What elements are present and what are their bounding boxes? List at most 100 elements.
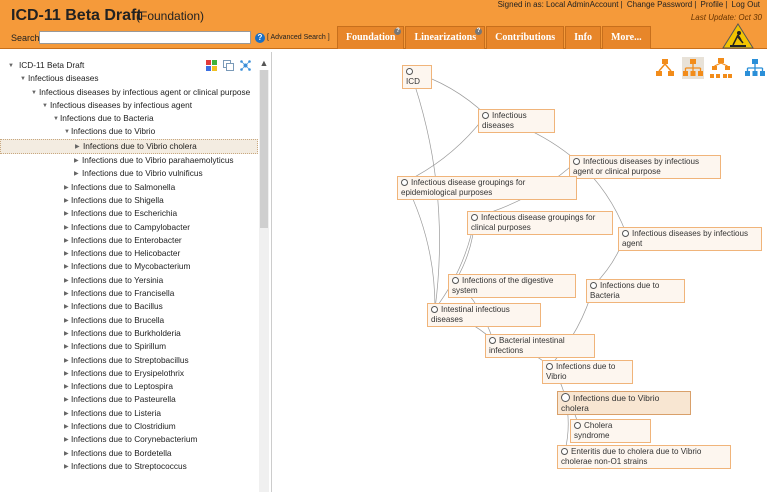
graph-node-bactint[interactable]: Bacterial intestinal infections <box>485 334 595 358</box>
network-icon[interactable] <box>240 58 251 71</box>
graph-node-epi[interactable]: Infectious disease groupings for epidemi… <box>397 176 577 200</box>
tree-node[interactable]: ▶Infections due to Shigella <box>0 194 258 207</box>
tree-node[interactable]: ▶Infections due to Brucella <box>0 314 258 327</box>
tab-info[interactable]: Info <box>565 26 601 49</box>
expand-down-icon[interactable]: ▼ <box>42 102 48 109</box>
color-grid-icon[interactable] <box>206 58 217 71</box>
hierarchy-tree-icon[interactable] <box>682 57 704 79</box>
graph-node-byagentclin[interactable]: Infectious diseases by infectious agent … <box>569 155 721 179</box>
expand-right-icon[interactable]: ▶ <box>74 171 79 178</box>
tree-node[interactable]: ▶Infections due to Escherichia <box>0 207 258 220</box>
expand-right-icon[interactable]: ▶ <box>64 184 69 191</box>
search-input[interactable] <box>39 31 251 44</box>
expand-right-icon[interactable]: ▶ <box>75 143 80 150</box>
tree-node-label: Infections due to Spirillum <box>71 341 167 352</box>
expand-right-icon[interactable]: ▶ <box>74 158 79 165</box>
profile-link[interactable]: Profile <box>700 0 724 9</box>
expand-down-icon[interactable]: ▼ <box>64 129 70 136</box>
tree-node[interactable]: ▶Infections due to Listeria <box>0 407 258 420</box>
scroll-up-icon[interactable]: ▲ <box>259 58 269 68</box>
tree-node[interactable]: ▶Infections due to Enterobacter <box>0 234 258 247</box>
graph-node-icd[interactable]: ICD <box>402 65 432 89</box>
tree-node[interactable]: ▶Infections due to Vibrio cholera <box>0 138 258 155</box>
tree-node[interactable]: ▼ICD-11 Beta Draft <box>0 59 258 72</box>
expand-right-icon[interactable]: ▶ <box>64 251 69 258</box>
expand-right-icon[interactable]: ▶ <box>64 211 69 218</box>
tree-node[interactable]: ▶Infections due to Pasteurella <box>0 393 258 406</box>
tree-node[interactable]: ▶Infections due to Yersinia <box>0 274 258 287</box>
expand-down-icon[interactable]: ▼ <box>20 76 26 83</box>
graph-node-digest[interactable]: Infections of the digestive system <box>448 274 576 298</box>
tree-node[interactable]: ▶Infections due to Vibrio parahaemolytic… <box>0 154 258 167</box>
tree-node-label: Infections due to Vibrio parahaemolyticu… <box>82 155 234 166</box>
expand-right-icon[interactable]: ▶ <box>64 197 69 204</box>
graph-node-enteritis[interactable]: Enteritis due to cholera due to Vibrio c… <box>557 445 731 469</box>
graph-node-inf[interactable]: Infectious diseases <box>478 109 555 133</box>
help-icon[interactable]: ? <box>255 33 265 43</box>
expand-right-icon[interactable]: ▶ <box>64 317 69 324</box>
expand-right-icon[interactable]: ▶ <box>64 463 69 470</box>
expand-right-icon[interactable]: ▶ <box>64 304 69 311</box>
tab-contributions[interactable]: Contributions <box>486 26 565 49</box>
tree-node[interactable]: ▶Infections due to Streptobacillus <box>0 354 258 367</box>
tab-more[interactable]: More... <box>601 26 651 49</box>
tab-linearizations[interactable]: Linearizations? <box>405 26 486 49</box>
expand-right-icon[interactable]: ▶ <box>64 397 69 404</box>
expand-right-icon[interactable]: ▶ <box>64 357 69 364</box>
graph-node-clin[interactable]: Infectious disease groupings for clinica… <box>467 211 613 235</box>
expand-right-icon[interactable]: ▶ <box>64 277 69 284</box>
expand-down-icon[interactable]: ▼ <box>53 116 59 123</box>
expand-right-icon[interactable]: ▶ <box>64 344 69 351</box>
tree-node[interactable]: ▶Infections due to Helicobacter <box>0 247 258 260</box>
hierarchy-down-icon[interactable] <box>710 57 732 79</box>
expand-right-icon[interactable]: ▶ <box>64 237 69 244</box>
expand-right-icon[interactable]: ▶ <box>64 424 69 431</box>
expand-right-icon[interactable]: ▶ <box>64 437 69 444</box>
tree-node[interactable]: ▶Infections due to Mycobacterium <box>0 260 258 273</box>
tree-node[interactable]: ▶Infections due to Burkholderia <box>0 327 258 340</box>
graph-node-byagent[interactable]: Infectious diseases by infectious agent <box>618 227 762 251</box>
expand-right-icon[interactable]: ▶ <box>64 370 69 377</box>
expand-right-icon[interactable]: ▶ <box>64 224 69 231</box>
tree-node[interactable]: ▶Infections due to Streptococcus <box>0 460 258 473</box>
tree-node[interactable]: ▼Infections due to Bacteria <box>0 112 258 125</box>
tree-node-label: Infectious diseases by infectious agent <box>50 99 193 110</box>
tree-scrollbar[interactable] <box>259 70 269 492</box>
advanced-search-link[interactable]: [ Advanced Search ] <box>267 34 330 41</box>
tree-node[interactable]: ▶Infections due to Spirillum <box>0 340 258 353</box>
expand-right-icon[interactable]: ▶ <box>64 384 69 391</box>
tab-foundation[interactable]: Foundation? <box>337 26 405 49</box>
expand-down-icon[interactable]: ▼ <box>8 63 14 69</box>
graph-node-cholera[interactable]: Infections due to Vibrio cholera <box>557 391 691 415</box>
tree-node[interactable]: ▶Infections due to Salmonella <box>0 181 258 194</box>
hierarchy-up-icon[interactable] <box>654 57 676 79</box>
graph-node-vibrio[interactable]: Infections due to Vibrio <box>542 360 633 384</box>
expand-right-icon[interactable]: ▶ <box>64 264 69 271</box>
tree-node[interactable]: ▶Infections due to Francisella <box>0 287 258 300</box>
tree-node[interactable]: ▶Infections due to Bordetella <box>0 447 258 460</box>
expand-right-icon[interactable]: ▶ <box>64 450 69 457</box>
expand-right-icon[interactable]: ▶ <box>64 410 69 417</box>
graph-node-syndrome[interactable]: Cholera syndrome <box>570 419 651 443</box>
logout-link[interactable]: Log Out <box>731 0 760 9</box>
tree-node[interactable]: ▶Infections due to Corynebacterium <box>0 433 258 446</box>
tree-node[interactable]: ▶Infections due to Campylobacter <box>0 221 258 234</box>
tree-node[interactable]: ▼Infections due to Vibrio <box>0 125 258 138</box>
tree-node[interactable]: ▶Infections due to Bacillus <box>0 300 258 313</box>
tree-node[interactable]: ▶Infections due to Vibrio vulnificus <box>0 167 258 180</box>
tree-node[interactable]: ▼Infectious diseases by infectious agent <box>0 99 258 112</box>
tree-node[interactable]: ▶Infections due to Erysipelothrix <box>0 367 258 380</box>
tree-node[interactable]: ▼Infectious diseases by infectious agent… <box>0 86 258 99</box>
tree-node[interactable]: ▶Infections due to Clostridium <box>0 420 258 433</box>
graph-node-bact[interactable]: Infections due to Bacteria <box>586 279 685 303</box>
scrollbar-thumb[interactable] <box>260 70 268 228</box>
tree-node[interactable]: ▼Infectious diseases <box>0 72 258 85</box>
expand-right-icon[interactable]: ▶ <box>64 291 69 298</box>
expand-down-icon[interactable]: ▼ <box>31 89 37 96</box>
expand-right-icon[interactable]: ▶ <box>64 330 69 337</box>
change-password-link[interactable]: Change Password <box>626 0 693 9</box>
tree-node[interactable]: ▶Infections due to Leptospira <box>0 380 258 393</box>
graph-node-intest[interactable]: Intestinal infectious diseases <box>427 303 541 327</box>
hierarchy-blue-icon[interactable] <box>744 57 766 79</box>
copy-icon[interactable] <box>223 58 234 71</box>
